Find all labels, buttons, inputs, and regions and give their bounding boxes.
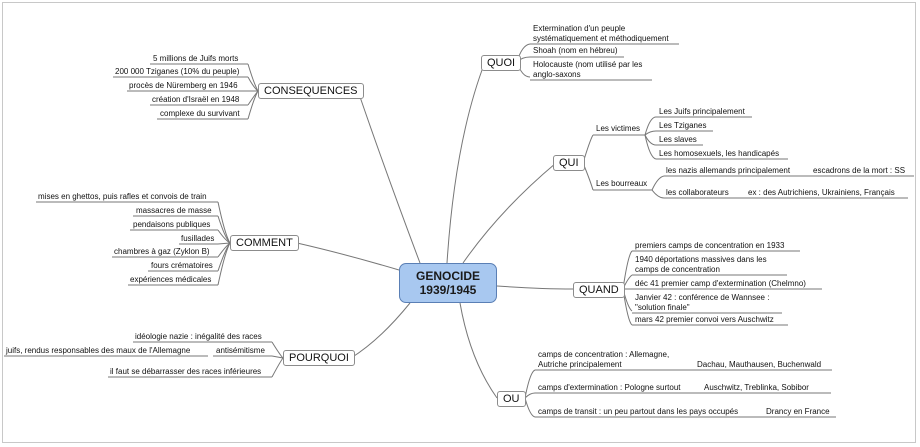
comment-item[interactable]: mises en ghettos, puis rafles et convois… (38, 192, 207, 201)
consequence-item[interactable]: création d'Israël en 1948 (152, 95, 240, 104)
link-comment (296, 242, 400, 271)
topic-pourquoi[interactable]: POURQUOI (283, 350, 355, 366)
topic-consequences[interactable]: CONSEQUENCES (258, 83, 364, 99)
ou-item-detail[interactable]: Auschwitz, Treblinka, Sobibor (704, 383, 809, 392)
link-pourquoi (350, 302, 411, 359)
quand-item[interactable]: mars 42 premier convoi vers Auschwitz (635, 315, 774, 324)
ou-item-detail[interactable]: Dachau, Mauthausen, Buchenwald (697, 360, 822, 369)
consequence-item[interactable]: complexe du survivant (160, 109, 240, 118)
central-topic[interactable]: GENOCIDE 1939/1945 (399, 263, 497, 303)
central-topic-title: GENOCIDE (415, 269, 480, 283)
topic-comment[interactable]: COMMENT (230, 235, 299, 251)
ou-item[interactable]: camps de concentration : Allemagne, Autr… (538, 350, 670, 369)
quand-item[interactable]: Janvier 42 : conférence de Wannsee : "so… (635, 293, 770, 312)
bourreau-nazis-detail[interactable]: escadrons de la mort : SS (813, 166, 906, 175)
victime-item[interactable]: Les Tziganes (659, 121, 707, 130)
qui-bourreaux-label[interactable]: Les bourreaux (596, 179, 648, 188)
comment-item[interactable]: fusillades (181, 234, 215, 243)
quoi-item[interactable]: Extermination d'un peuple systématiqueme… (533, 24, 669, 43)
ou-item[interactable]: camps d'extermination : Pologne surtout (538, 383, 681, 392)
topic-qui[interactable]: QUI (553, 155, 585, 171)
quand-item[interactable]: déc 41 premier camp d'extermination (Che… (635, 279, 806, 288)
consequence-item[interactable]: 5 millions de Juifs morts (153, 54, 239, 63)
pourquoi-item-detail[interactable]: juifs, rendus responsables des maux de l… (6, 346, 191, 355)
link-quand (496, 285, 574, 290)
victime-item[interactable]: Les homosexuels, les handicapés (659, 149, 780, 158)
bourreau-collab-detail[interactable]: ex : des Autrichiens, Ukrainiens, França… (748, 188, 895, 197)
topic-quoi[interactable]: QUOI (481, 55, 522, 71)
link-qui (462, 162, 557, 264)
comment-item[interactable]: chambres à gaz (Zyklon B) (114, 247, 210, 256)
pourquoi-item[interactable]: il faut se débarrasser des races inférie… (110, 367, 262, 376)
consequence-item[interactable]: procès de Nüremberg en 1946 (129, 81, 238, 90)
qui-victimes-label[interactable]: Les victimes (596, 124, 641, 133)
bourreau-nazis[interactable]: les nazis allemands principalement (666, 166, 791, 175)
quoi-item[interactable]: Holocauste (nom utilisé par les anglo-sa… (533, 60, 643, 79)
pourquoi-item[interactable]: antisémitisme (216, 346, 265, 355)
quand-item[interactable]: 1940 déportations massives dans les camp… (635, 255, 767, 274)
link-ou (459, 302, 498, 399)
comment-item[interactable]: expériences médicales (130, 275, 212, 284)
comment-item[interactable]: pendaisons publiques (133, 220, 211, 229)
topic-quand[interactable]: QUAND (573, 282, 625, 298)
quoi-item[interactable]: Shoah (nom en hébreu) (533, 46, 618, 55)
pourquoi-item[interactable]: idéologie nazie : inégalité des races (135, 332, 262, 341)
ou-item-detail[interactable]: Drancy en France (766, 407, 830, 416)
bourreau-collab[interactable]: les collaborateurs (666, 188, 729, 197)
ou-item[interactable]: camps de transit : un peu partout dans l… (538, 407, 739, 416)
topic-ou[interactable]: OU (497, 391, 526, 407)
victime-item[interactable]: Les slaves (659, 135, 697, 144)
consequence-item[interactable]: 200 000 Tziganes (10% du peuple) (115, 67, 240, 76)
comment-item[interactable]: massacres de masse (136, 206, 212, 215)
comment-item[interactable]: fours crématoires (151, 261, 213, 270)
link-consequences (357, 90, 421, 264)
central-topic-dates: 1939/1945 (419, 283, 477, 297)
quand-item[interactable]: premiers camps de concentration en 1933 (635, 241, 785, 250)
victime-item[interactable]: Les Juifs principalement (659, 107, 745, 116)
link-quoi (446, 61, 486, 264)
